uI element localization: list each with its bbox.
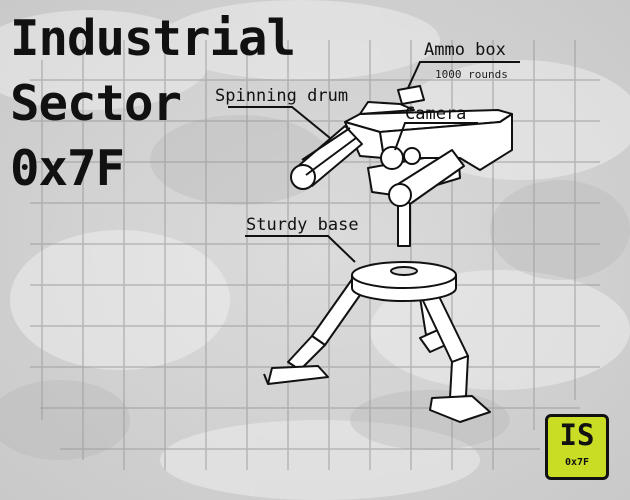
logo-text: IS bbox=[559, 418, 595, 452]
page-title-line-3: 0x7F bbox=[10, 140, 125, 197]
right-cylinder bbox=[388, 149, 465, 207]
page-title-line-2: Sector bbox=[10, 75, 182, 132]
spinning-drum bbox=[290, 125, 363, 190]
label-camera: Camera bbox=[405, 104, 467, 124]
page-title-line-1: Industrial bbox=[10, 10, 296, 67]
label-ammo-box: Ammo box bbox=[424, 40, 506, 60]
ammo-box bbox=[397, 85, 425, 105]
camera bbox=[380, 146, 421, 170]
logo-subtext: 0x7F bbox=[564, 457, 590, 468]
label-sturdy-base: Sturdy base bbox=[246, 215, 359, 235]
callout-camera-line bbox=[394, 122, 478, 151]
turret-base bbox=[351, 261, 457, 302]
cloud-shade bbox=[0, 115, 630, 460]
turret-leg-right bbox=[417, 281, 491, 423]
label-spinning-drum: Spinning drum bbox=[215, 86, 349, 106]
callout-lines bbox=[228, 61, 520, 263]
callout-drum-line bbox=[228, 106, 331, 139]
callout-ammo-line bbox=[407, 61, 520, 89]
turret bbox=[263, 85, 513, 423]
label-ammo-box-sub: 1000 rounds bbox=[435, 68, 508, 81]
logo-badge: IS 0x7F bbox=[545, 414, 609, 480]
callout-base-line bbox=[245, 235, 356, 263]
